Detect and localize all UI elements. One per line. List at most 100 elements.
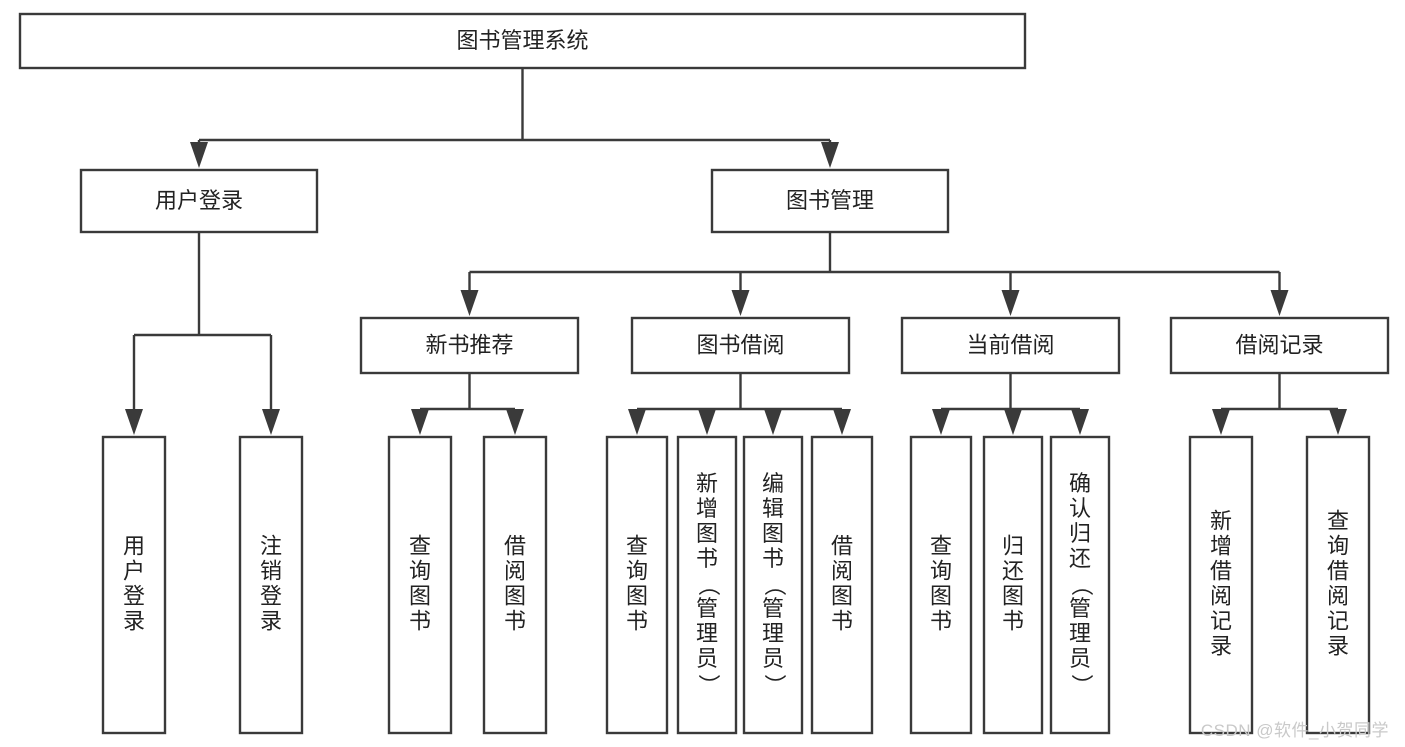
node-leaf-return-book-label-char: 归	[1002, 533, 1024, 558]
node-leaf-user-login-label-char: 用	[123, 533, 145, 558]
node-leaf-add-book-admin-label-char: 书	[696, 546, 718, 571]
node-leaf-edit-book-admin-label-char: 编	[762, 471, 784, 496]
node-root-label: 图书管理系统	[456, 28, 588, 53]
node-new-book-recommend[interactable]: 新书推荐	[359, 316, 580, 375]
node-leaf-query-book-3-label-char: 询	[930, 558, 952, 583]
node-leaf-edit-book-admin-box	[742, 435, 804, 735]
arrow-head-to-leaf-user-logout	[262, 409, 280, 435]
node-book-manage-box	[710, 168, 950, 234]
node-leaf-add-borrow-record-label-char: 阅	[1210, 583, 1232, 608]
csdn-watermark: CSDN @软件_小贺同学	[1200, 721, 1389, 740]
node-borrow-record[interactable]: 借阅记录	[1169, 316, 1390, 375]
node-leaf-query-book-2-label-char: 书	[626, 608, 648, 633]
node-leaf-user-logout-label-char: 注	[260, 533, 282, 558]
node-leaf-user-logout-label-char: 登	[260, 583, 282, 608]
node-leaf-edit-book-admin-label-char: 图	[762, 521, 784, 546]
node-leaf-confirm-return-admin-label-char: 理	[1069, 621, 1091, 646]
node-borrow-record-label: 借阅记录	[1235, 332, 1323, 357]
node-leaf-user-login[interactable]: 用户登录	[101, 435, 167, 735]
node-leaf-confirm-return-admin-label-char: 认	[1069, 496, 1091, 521]
node-leaf-query-book-1-label-char: 查	[409, 533, 431, 558]
node-leaf-query-book-1-label-char: 询	[409, 558, 431, 583]
node-leaf-add-book-admin-label-char: 新	[696, 471, 718, 496]
node-leaf-user-login-box	[101, 435, 167, 735]
arrow-head-to-leaf-query-book-2	[628, 409, 646, 435]
node-leaf-add-book-admin-label-char: 图	[696, 521, 718, 546]
node-leaf-borrow-book-2-label-char: 阅	[831, 558, 853, 583]
node-current-borrow[interactable]: 当前借阅	[900, 316, 1121, 375]
node-leaf-return-book-label-char: 还	[1002, 558, 1024, 583]
node-leaf-user-logout-box	[238, 435, 304, 735]
node-leaf-confirm-return-admin-label-char: 还	[1069, 546, 1091, 571]
node-leaf-query-book-1-label-char: 书	[409, 608, 431, 633]
node-leaf-add-book-admin-label-char: 理	[696, 621, 718, 646]
node-leaf-add-book-admin-label-char: ）	[696, 674, 721, 696]
node-leaf-user-logout-label-char: 录	[260, 608, 282, 633]
node-layer: 图书管理系统用户登录图书管理新书推荐图书借阅当前借阅借阅记录用户登录注销登录查询…	[18, 12, 1390, 735]
node-leaf-add-borrow-record-label-char: 记	[1210, 608, 1232, 633]
arrow-head-to-leaf-borrow-book-1	[506, 409, 524, 435]
node-leaf-user-login-label-char: 登	[123, 583, 145, 608]
node-leaf-add-borrow-record-label-char: 新	[1210, 508, 1232, 533]
node-book-manage-label: 图书管理	[786, 188, 874, 213]
node-leaf-query-borrow-record-label-char: 阅	[1327, 583, 1349, 608]
node-book-borrow[interactable]: 图书借阅	[630, 316, 851, 375]
arrow-head-to-leaf-query-book-3	[932, 409, 950, 435]
arrow-head-to-leaf-user-login	[125, 409, 143, 435]
node-leaf-query-borrow-record-label-char: 询	[1327, 533, 1349, 558]
node-user-login[interactable]: 用户登录	[79, 168, 319, 234]
node-leaf-add-borrow-record-label-char: 增	[1210, 533, 1232, 558]
node-leaf-add-borrow-record-label-char: 录	[1210, 633, 1232, 658]
arrow-head-to-book-manage	[821, 142, 839, 168]
node-leaf-add-book-admin-label-char: 管	[696, 596, 718, 621]
arrow-head-to-leaf-edit-book-admin	[764, 409, 782, 435]
arrow-head-to-leaf-confirm-return-admin	[1071, 409, 1089, 435]
node-leaf-confirm-return-admin-label-char: 确	[1069, 471, 1091, 496]
node-user-login-box	[79, 168, 319, 234]
node-leaf-query-book-3-label-char: 图	[930, 583, 952, 608]
node-leaf-edit-book-admin-label-char: ）	[762, 674, 787, 696]
node-leaf-query-book-2-box	[605, 435, 669, 735]
node-new-book-recommend-box	[359, 316, 580, 375]
node-book-borrow-label: 图书借阅	[696, 332, 784, 357]
arrow-head-to-leaf-return-book	[1004, 409, 1022, 435]
node-leaf-add-book-admin-label-char: 员	[696, 646, 718, 671]
node-leaf-query-book-3-label-char: 查	[930, 533, 952, 558]
node-leaf-borrow-book-1-label-char: 阅	[504, 558, 526, 583]
arrow-head-to-book-borrow	[731, 290, 750, 316]
arrow-head-to-current-borrow	[1001, 290, 1020, 316]
node-leaf-return-book-box	[982, 435, 1044, 735]
node-leaf-add-borrow-record-label-char: 借	[1210, 558, 1232, 583]
node-leaf-add-book-admin-label-char: 增	[696, 496, 718, 521]
node-leaf-edit-book-admin-label-char: 管	[762, 596, 784, 621]
node-root[interactable]: 图书管理系统	[18, 12, 1027, 70]
node-leaf-query-book-2-label-char: 查	[626, 533, 648, 558]
node-leaf-edit-book-admin-label-char: （	[762, 574, 787, 596]
node-book-manage[interactable]: 图书管理	[710, 168, 950, 234]
connector-layer	[125, 68, 1347, 435]
node-borrow-record-box	[1169, 316, 1390, 375]
node-leaf-query-borrow-record-label-char: 借	[1327, 558, 1349, 583]
node-leaf-query-book-2-label-char: 询	[626, 558, 648, 583]
arrow-head-to-leaf-query-book-1	[411, 409, 429, 435]
arrow-head-to-new-book-recommend	[460, 290, 479, 316]
node-leaf-confirm-return-admin-label-char: ）	[1069, 674, 1094, 696]
node-current-borrow-box	[900, 316, 1121, 375]
arrow-head-to-leaf-borrow-book-2	[833, 409, 851, 435]
node-leaf-user-logout-label-char: 销	[260, 558, 282, 583]
node-leaf-query-borrow-record-box	[1305, 435, 1371, 735]
node-leaf-edit-book-admin-label-char: 理	[762, 621, 784, 646]
